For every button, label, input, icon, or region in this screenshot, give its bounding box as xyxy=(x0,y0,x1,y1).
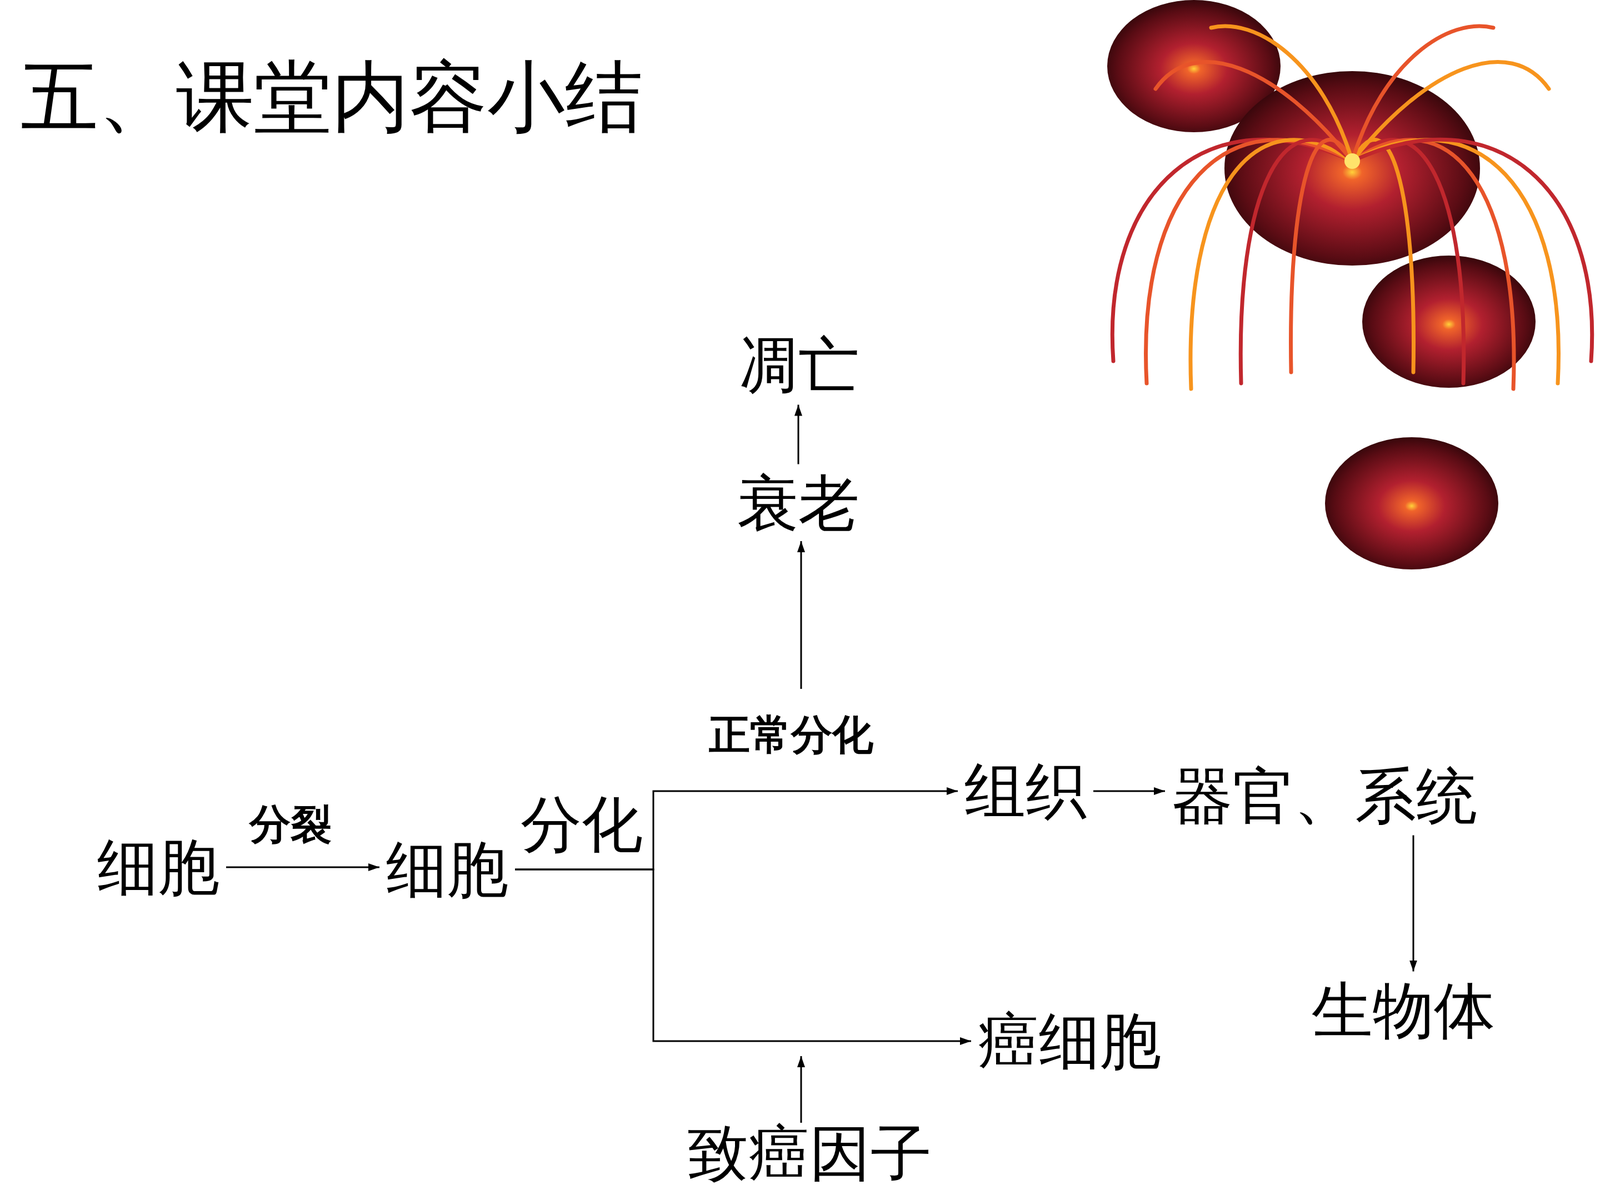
slide-title: 五、课堂内容小结 xyxy=(20,58,643,137)
process-label: 分化 xyxy=(520,791,643,859)
flow-arrow xyxy=(797,405,800,465)
node-text: 衰老 xyxy=(737,470,860,538)
edge-label: 分裂 xyxy=(249,801,332,847)
flow-arrow xyxy=(515,869,972,1042)
concept-node: 凋亡 xyxy=(732,328,864,403)
concept-node: 组织 xyxy=(960,754,1092,829)
node-text: 细胞 xyxy=(386,836,509,904)
concept-node: 癌细胞 xyxy=(973,1004,1166,1079)
cell-ball xyxy=(1325,437,1499,570)
edge-label: 正常分化 xyxy=(708,712,874,758)
spindle-fibers xyxy=(1112,26,1592,389)
spindle-pole xyxy=(1344,153,1360,169)
node-text: 组织 xyxy=(964,757,1087,825)
concept-node: 细胞 xyxy=(92,830,224,905)
node-text: 致癌因子 xyxy=(687,1120,932,1188)
node-text: 癌细胞 xyxy=(977,1007,1162,1075)
node-text: 生物体 xyxy=(1311,977,1495,1045)
flow-arrow xyxy=(515,791,958,870)
node-text: 器官、系统 xyxy=(1171,762,1478,830)
cell-ball xyxy=(1224,71,1480,266)
carcinogen-arrow xyxy=(800,1056,803,1123)
flow-arrow xyxy=(226,866,380,869)
concept-node: 致癌因子 xyxy=(682,1116,937,1191)
node-text: 凋亡 xyxy=(737,332,860,400)
node-text: 细胞 xyxy=(97,833,220,902)
flow-arrow xyxy=(1093,790,1165,793)
aging-arrow xyxy=(800,541,803,689)
concept-node: 衰老 xyxy=(732,466,864,541)
concept-node: 生物体 xyxy=(1307,973,1500,1048)
flow-arrow xyxy=(1412,835,1415,972)
concept-node: 器官、系统 xyxy=(1167,759,1482,834)
concept-node: 细胞 xyxy=(381,832,513,907)
